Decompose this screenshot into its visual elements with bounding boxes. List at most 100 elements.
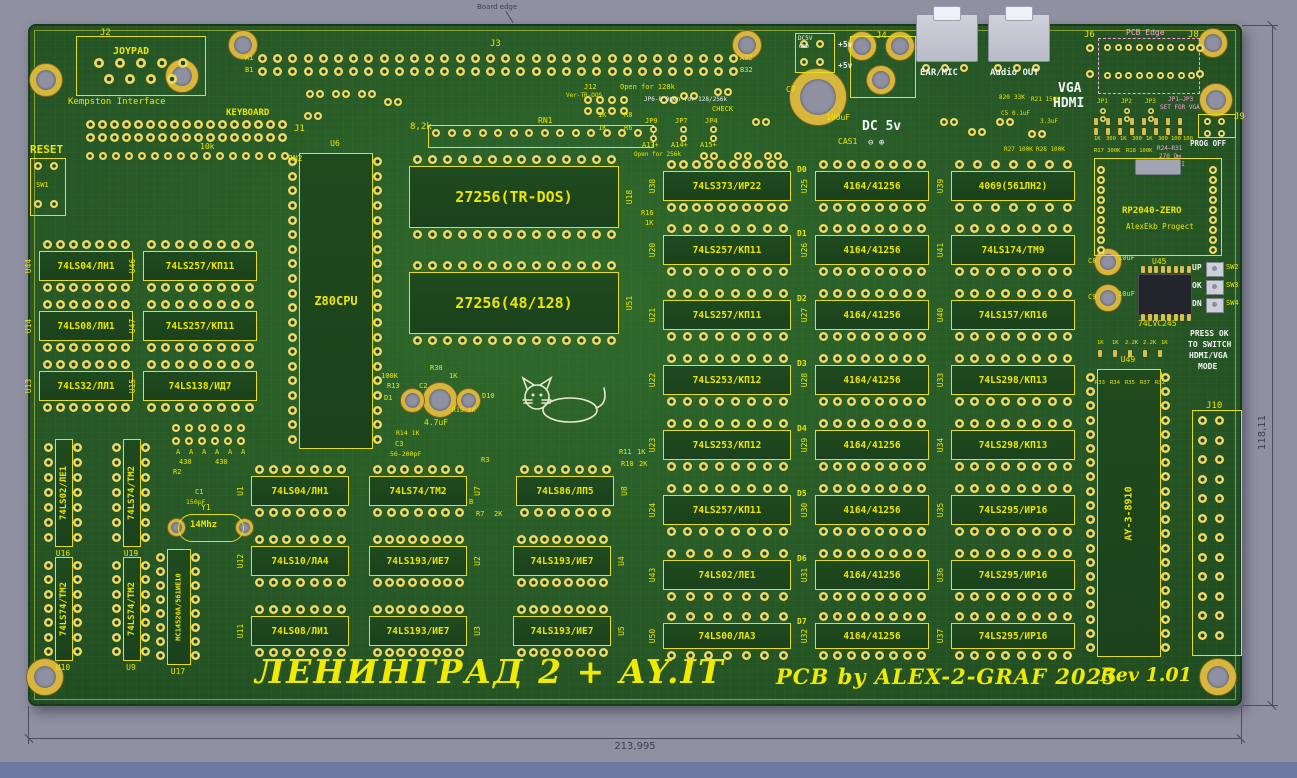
pad: [44, 443, 53, 452]
pad: [373, 215, 382, 225]
pad: [373, 200, 382, 210]
pad: [970, 289, 980, 298]
pad: [457, 336, 467, 345]
pad: [552, 648, 562, 657]
pad: [413, 230, 422, 239]
pad: [373, 274, 382, 284]
silk-label: 100: [1183, 136, 1193, 142]
silk-label: 0.1uF: [1012, 110, 1031, 117]
pad: [268, 508, 278, 517]
pad: [175, 360, 184, 369]
pad: [273, 54, 283, 63]
pad: [861, 224, 870, 233]
pad: [731, 527, 740, 536]
silk-outline: [1192, 410, 1242, 656]
pad: [889, 592, 898, 601]
pad: [833, 332, 842, 341]
ic-name: 74LS373/ИР22: [692, 180, 762, 192]
pad: [667, 289, 676, 298]
ic-name: 74LS02/ЛЕ1: [698, 569, 756, 581]
pad: [211, 424, 219, 432]
smd-pad: [1154, 314, 1158, 321]
pad: [917, 651, 926, 660]
pad: [779, 203, 788, 212]
pad: [577, 67, 587, 76]
pad: [1215, 474, 1224, 484]
silk-label: J3: [490, 39, 501, 49]
pad: [379, 54, 389, 63]
silk-outline: [30, 158, 66, 216]
ic-name: 27256(TR-DOS): [455, 188, 573, 206]
silk-label: C8: [1088, 257, 1097, 265]
pad: [282, 508, 292, 517]
pad: [1016, 612, 1026, 621]
pad: [288, 230, 297, 240]
pad: [861, 332, 870, 341]
pad: [562, 54, 571, 63]
silk-label: J9: [1234, 112, 1245, 122]
pad: [985, 527, 995, 536]
pad: [833, 160, 842, 169]
pad: [955, 527, 964, 536]
pad: [427, 508, 437, 517]
pad: [744, 152, 752, 160]
pad: [917, 267, 926, 276]
pad: [408, 648, 418, 657]
smd-pad: [1178, 118, 1182, 125]
pad: [577, 261, 587, 270]
pad: [487, 155, 497, 164]
pad: [95, 360, 104, 369]
pad: [1001, 397, 1011, 406]
silk-label: J10: [1206, 401, 1223, 411]
silk-label: R13: [387, 382, 400, 390]
pad: [903, 397, 912, 406]
pad: [396, 648, 406, 657]
pad: [427, 230, 437, 239]
pad: [198, 424, 206, 432]
silk-outline: [1198, 114, 1236, 138]
pad: [734, 152, 742, 160]
pad: [99, 152, 107, 160]
audio-jack-body: [916, 14, 978, 62]
pad: [1047, 527, 1057, 536]
pad: [763, 332, 772, 341]
pad: [1086, 557, 1095, 567]
ic-name: 74LS193/ИЕ7: [386, 555, 450, 567]
pad: [337, 605, 346, 614]
pad: [1032, 332, 1042, 341]
silk-label: A15+: [700, 141, 717, 149]
pad: [156, 623, 165, 632]
pad: [833, 462, 842, 471]
pad: [288, 376, 297, 386]
pad: [255, 152, 263, 160]
silk-label: 100K: [381, 372, 398, 380]
silk-label: Open for 128k: [620, 83, 675, 91]
switch-actuator: [1211, 302, 1217, 307]
pad: [917, 549, 926, 558]
pad: [1125, 72, 1132, 79]
pad: [1063, 612, 1072, 621]
silk-label: RESET: [30, 143, 64, 156]
board-edge-annotation: Board edge: [477, 3, 518, 11]
pad: [386, 508, 396, 517]
pad: [699, 332, 708, 341]
silk-label: JP2: [1121, 98, 1132, 105]
ic-body: 4164/41256: [815, 365, 929, 395]
pad: [903, 419, 912, 428]
pad: [731, 419, 740, 428]
pad: [741, 651, 751, 660]
pad: [833, 289, 842, 298]
pad: [889, 160, 898, 169]
pad: [1114, 72, 1122, 79]
mounting-hole: [1200, 84, 1232, 116]
ic-ref: U43: [648, 567, 657, 583]
pad: [125, 74, 135, 84]
pad: [1032, 612, 1042, 621]
pad: [683, 419, 692, 428]
ic-body: 4164/41256: [815, 430, 929, 460]
ic-body: 74LS08/ЛИ1: [251, 616, 349, 646]
ic-body: 74LS257/КП11: [663, 495, 791, 525]
pad: [231, 343, 240, 352]
pad: [229, 152, 237, 160]
pad: [217, 240, 226, 249]
